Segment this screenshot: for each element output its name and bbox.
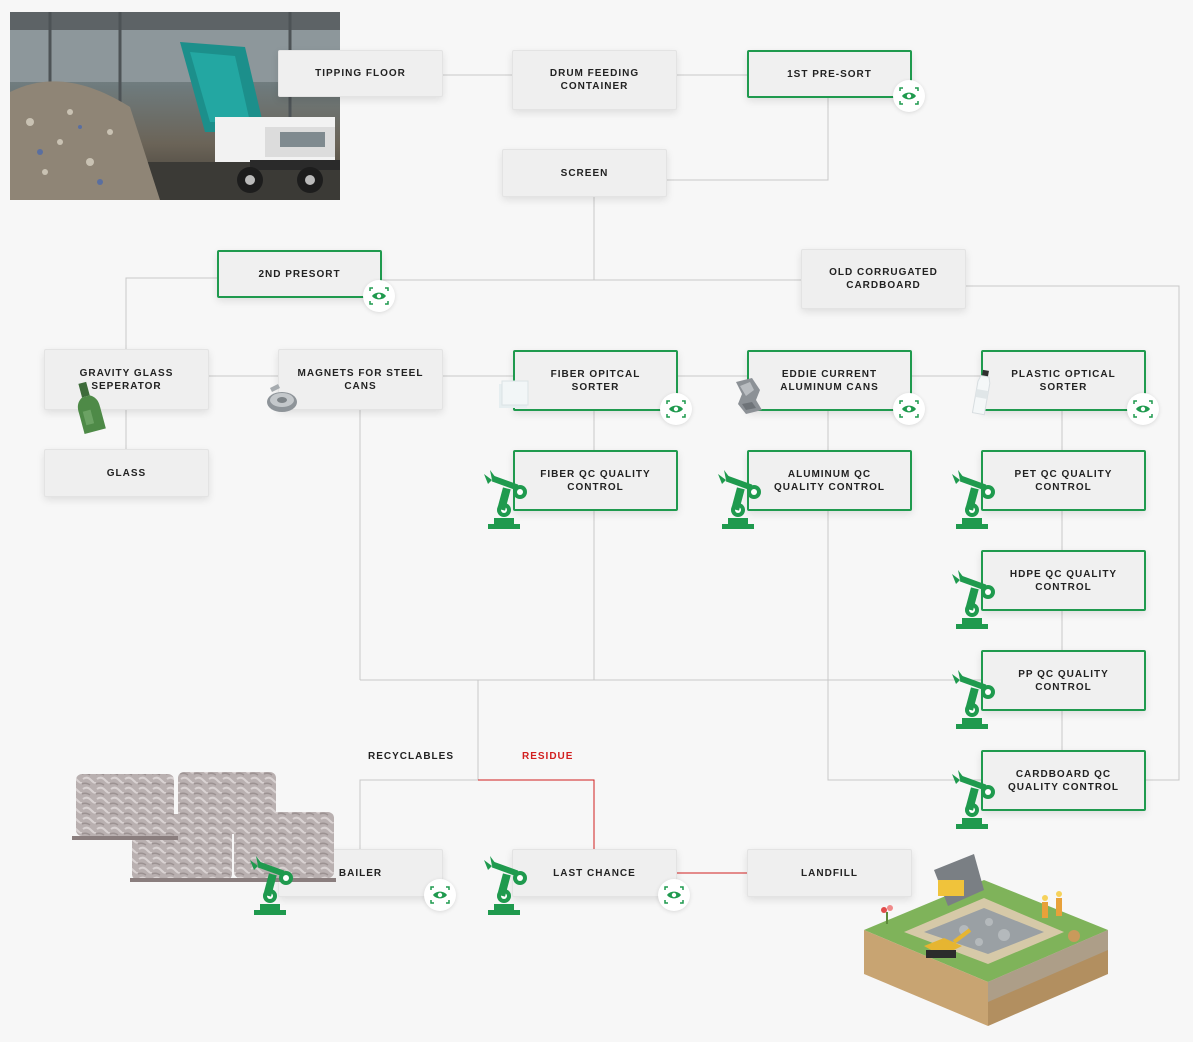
eye-icon[interactable] [424,879,456,911]
last-chance-node[interactable]: LAST CHANCE [512,849,677,897]
second-presort-node[interactable]: 2ND PRESORT [217,250,382,298]
fiber-optical-sorter-node[interactable]: FIBER OPITCAL SORTER [513,350,678,411]
eye-icon[interactable] [658,879,690,911]
recyclables-label: RECYCLABLES [368,751,455,762]
drum-feeding-container-node[interactable]: DRUM FEEDING CONTAINER [512,50,677,110]
paper-icon [499,380,529,408]
eye-icon[interactable] [660,393,692,425]
robot-arm-icon [484,856,527,915]
eye-icon[interactable] [893,393,925,425]
residue-label: RESIDUE [522,751,574,762]
pp-qc-node[interactable]: PP QC QUALITY CONTROL [981,650,1146,711]
can-icon [267,384,297,412]
old-corrugated-cardboard-node[interactable]: OLD CORRUGATED CARDBOARD [801,249,966,309]
gravity-glass-separator-node[interactable]: GRAVITY GLASS SEPERATOR [44,349,209,410]
robot-arm-icon [718,470,761,529]
first-pre-sort-node[interactable]: 1ST PRE-SORT [747,50,912,98]
robot-arm-icon [250,856,293,915]
fiber-qc-node[interactable]: FIBER QC QUALITY CONTROL [513,450,678,511]
cardboard-qc-node[interactable]: CARDBOARD QC QUALITY CONTROL [981,750,1146,811]
screen-node[interactable]: SCREEN [502,149,667,197]
pet-qc-node[interactable]: PET QC QUALITY CONTROL [981,450,1146,511]
eye-icon[interactable] [1127,393,1159,425]
robot-arm-icon [952,770,995,829]
eye-icon[interactable] [363,280,395,312]
landfill-node[interactable]: LANDFILL [747,849,912,897]
robot-arm-icon [952,570,995,629]
crushed-can-icon [736,378,762,414]
plastic-optical-sorter-node[interactable]: PLASTIC OPTICAL SORTER [981,350,1146,411]
glass-node[interactable]: GLASS [44,449,209,497]
eddie-current-aluminum-cans-node[interactable]: EDDIE CURRENT ALUMINUM CANS [747,350,912,411]
robot-arm-icon [952,670,995,729]
hdpe-qc-node[interactable]: HDPE QC QUALITY CONTROL [981,550,1146,611]
tipping-floor-node[interactable]: TIPPING FLOOR [278,50,443,97]
tipping-floor-photo [10,12,340,200]
robot-arm-icon [952,470,995,529]
eye-icon[interactable] [893,80,925,112]
magnets-steel-cans-node[interactable]: MAGNETS FOR STEEL CANS [278,349,443,410]
robot-arm-icon [484,470,527,529]
bales-illustration [72,772,336,882]
plastic-bottle-icon [971,369,991,416]
aluminum-qc-node[interactable]: ALUMINUM QC QUALITY CONTROL [747,450,912,511]
landfill-illustration [864,854,1108,1026]
bottle-icon [77,381,106,435]
